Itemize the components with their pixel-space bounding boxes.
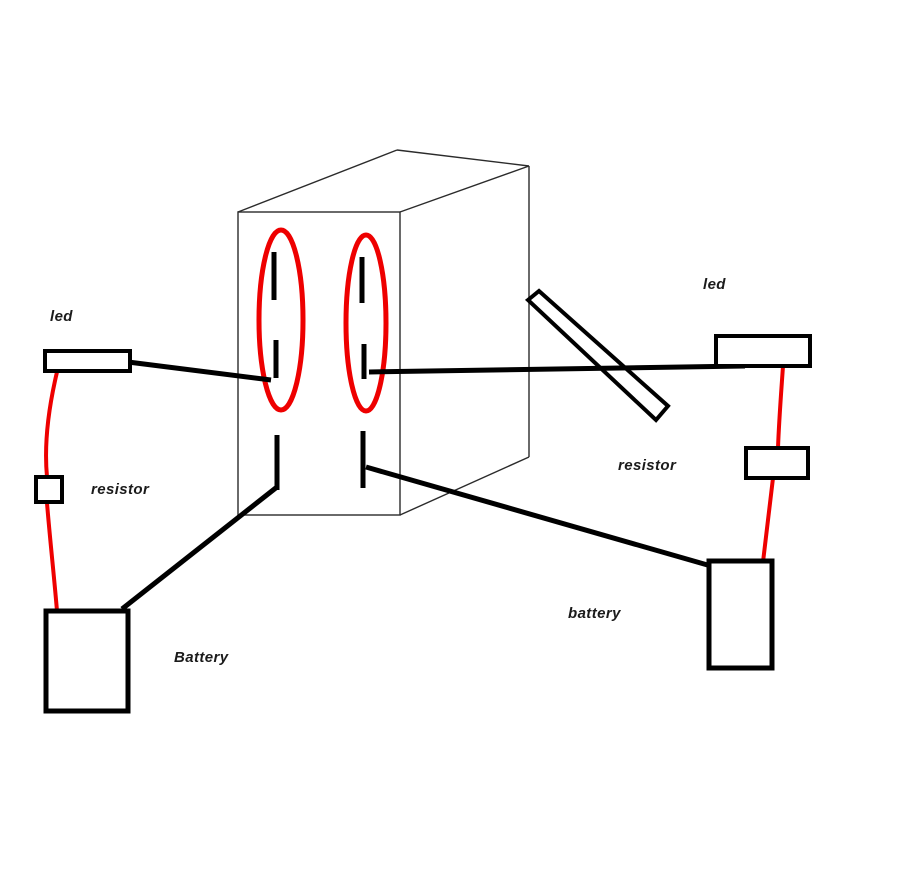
label-resistor-right: resistor bbox=[618, 457, 677, 474]
label-resistor-left: resistor bbox=[91, 481, 150, 498]
resistor-left bbox=[34, 475, 64, 504]
wire-battery-left-to-box bbox=[120, 485, 279, 611]
outlet-box-top-right-edge bbox=[399, 165, 530, 213]
led-left bbox=[43, 349, 132, 373]
wire-led-right-to-resistor-right bbox=[776, 364, 785, 450]
label-battery-right: battery bbox=[568, 605, 621, 622]
outlet-box-front-face bbox=[237, 211, 401, 516]
wire-box-to-battery-right bbox=[365, 464, 712, 569]
plug-slots bbox=[271, 252, 367, 490]
label-battery-left: Battery bbox=[174, 649, 229, 666]
highlight-ellipse-left bbox=[256, 227, 306, 413]
outlet-box bbox=[237, 149, 530, 516]
outlet-box-top-left-edge bbox=[237, 149, 398, 213]
plug-blade bbox=[524, 288, 671, 423]
label-led-right: led bbox=[703, 276, 726, 293]
resistor-right bbox=[744, 446, 810, 480]
wire-led-left-to-box bbox=[127, 359, 272, 383]
led-right bbox=[714, 334, 812, 368]
wire-led-left-to-resistor-left bbox=[44, 370, 59, 479]
wire-resistor-right-to-battery-right bbox=[761, 476, 775, 564]
outlet-box-bottom-right-edge bbox=[399, 456, 530, 516]
highlight-ellipse-right bbox=[343, 232, 389, 414]
battery-left bbox=[43, 608, 131, 714]
black-wires bbox=[120, 359, 746, 611]
label-led-left: led bbox=[50, 308, 73, 325]
wire-resistor-left-to-battery-left bbox=[45, 501, 59, 613]
outlet-box-top-back-edge bbox=[396, 149, 530, 167]
battery-right bbox=[706, 558, 775, 671]
wire-box-to-led-right bbox=[368, 363, 746, 375]
